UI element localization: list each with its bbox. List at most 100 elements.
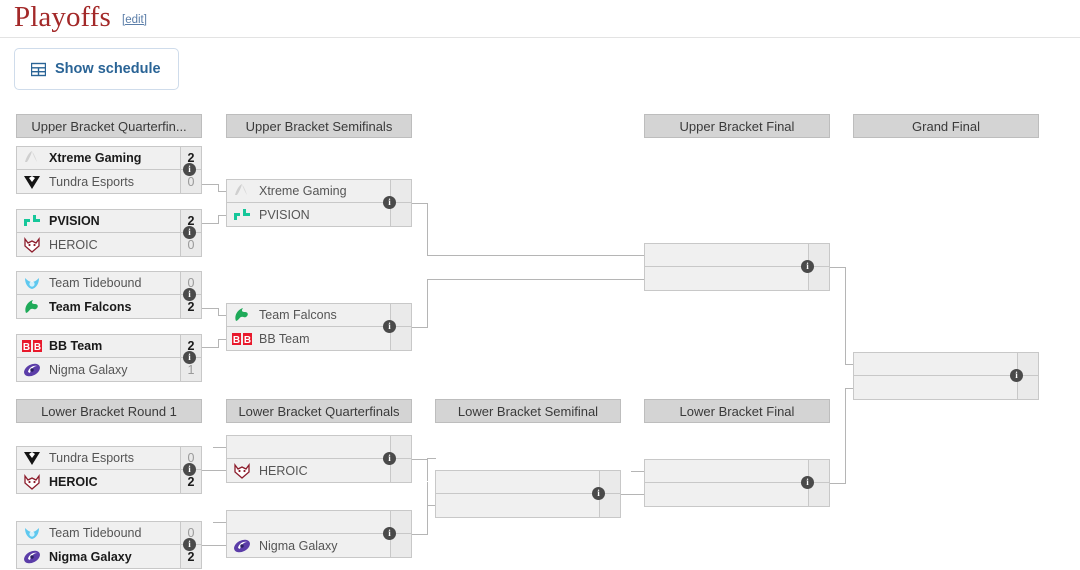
team-name: PVISION bbox=[259, 207, 310, 222]
match-row[interactable] bbox=[645, 267, 829, 290]
match-info-icon[interactable]: i bbox=[183, 288, 196, 301]
svg-text:B: B bbox=[233, 335, 240, 346]
team-name: Team Tidebound bbox=[49, 276, 142, 290]
match-lb-round1-1[interactable]: Tundra Esports 0 HEROIC 2 i bbox=[16, 446, 202, 494]
match-row[interactable]: Team Tidebound 0 bbox=[17, 272, 201, 295]
team-score bbox=[390, 304, 411, 326]
match-row[interactable]: PVISION 2 bbox=[17, 210, 201, 233]
match-info-icon[interactable]: i bbox=[183, 163, 196, 176]
team-score: 2 bbox=[180, 545, 201, 568]
team-score bbox=[808, 267, 829, 290]
pvision-logo bbox=[231, 206, 253, 224]
match-row[interactable]: Xtreme Gaming bbox=[227, 180, 411, 203]
table-grid-icon bbox=[30, 62, 47, 77]
team-falcons-logo bbox=[231, 306, 253, 324]
match-row[interactable]: PVISION bbox=[227, 203, 411, 226]
match-info-icon[interactable]: i bbox=[183, 351, 196, 364]
team-score: 0 bbox=[180, 233, 201, 256]
match-ub-semifinal-1[interactable]: Xtreme Gaming PVISION i bbox=[226, 179, 412, 227]
team-logo-placeholder bbox=[440, 497, 462, 515]
match-ub-final[interactable]: i bbox=[644, 243, 830, 291]
team-logo-placeholder bbox=[858, 379, 880, 397]
match-row[interactable]: Xtreme Gaming 2 bbox=[17, 147, 201, 170]
tundra-esports-logo bbox=[21, 449, 43, 467]
svg-text:B: B bbox=[23, 342, 30, 353]
show-schedule-button[interactable]: Show schedule bbox=[14, 48, 179, 90]
match-row[interactable]: Tundra Esports 0 bbox=[17, 447, 201, 470]
match-row[interactable]: Team Tidebound 0 bbox=[17, 522, 201, 545]
match-row[interactable] bbox=[436, 471, 620, 494]
match-info-icon[interactable]: i bbox=[801, 476, 814, 489]
round-header-ub-final: Upper Bracket Final bbox=[644, 114, 830, 138]
match-row[interactable]: Nigma Galaxy 2 bbox=[17, 545, 201, 568]
match-row[interactable] bbox=[645, 460, 829, 483]
match-info-icon[interactable]: i bbox=[183, 538, 196, 551]
match-row[interactable]: Nigma Galaxy bbox=[227, 534, 411, 557]
match-ub-quarterfinal-1[interactable]: Xtreme Gaming 2 Tundra Esports 0 i bbox=[16, 146, 202, 194]
match-ub-quarterfinal-2[interactable]: PVISION 2 HEROIC 0 i bbox=[16, 209, 202, 257]
match-info-icon[interactable]: i bbox=[183, 226, 196, 239]
pvision-logo bbox=[21, 212, 43, 230]
xtreme-gaming-logo bbox=[231, 182, 253, 200]
match-lb-quarterfinal-2[interactable]: Nigma Galaxy i bbox=[226, 510, 412, 558]
team-logo-placeholder bbox=[440, 473, 462, 491]
match-info-icon[interactable]: i bbox=[183, 463, 196, 476]
match-info-icon[interactable]: i bbox=[1010, 369, 1023, 382]
page-header: Playoffs [edit] bbox=[0, 0, 1080, 38]
round-header-ub-semifinals: Upper Bracket Semifinals bbox=[226, 114, 412, 138]
match-row[interactable]: Tundra Esports 0 bbox=[17, 170, 201, 193]
match-info-icon[interactable]: i bbox=[801, 260, 814, 273]
match-grand-final[interactable]: i bbox=[853, 352, 1039, 400]
round-header-lb-final: Lower Bracket Final bbox=[644, 399, 830, 423]
team-score: 2 bbox=[180, 295, 201, 318]
match-row[interactable] bbox=[854, 376, 1038, 399]
match-row[interactable] bbox=[645, 483, 829, 506]
match-lb-quarterfinal-1[interactable]: HEROIC i bbox=[226, 435, 412, 483]
team-score bbox=[808, 460, 829, 482]
team-logo-placeholder bbox=[231, 513, 253, 531]
match-row[interactable] bbox=[227, 436, 411, 459]
match-info-icon[interactable]: i bbox=[383, 320, 396, 333]
edit-link[interactable]: [edit] bbox=[122, 14, 147, 26]
match-lb-round1-2[interactable]: Team Tidebound 0 Nigma Galaxy 2 i bbox=[16, 521, 202, 569]
team-name: Team Falcons bbox=[49, 299, 132, 314]
match-row[interactable]: Team Falcons 2 bbox=[17, 295, 201, 318]
round-header-ub-quarterfinals: Upper Bracket Quarterfin... bbox=[16, 114, 202, 138]
team-score bbox=[390, 203, 411, 226]
match-info-icon[interactable]: i bbox=[383, 527, 396, 540]
team-logo-placeholder bbox=[649, 246, 671, 264]
team-name: Nigma Galaxy bbox=[49, 362, 128, 377]
match-row[interactable]: HEROIC 2 bbox=[17, 470, 201, 493]
match-row[interactable] bbox=[854, 353, 1038, 376]
team-score bbox=[1017, 353, 1038, 375]
team-name: Nigma Galaxy bbox=[49, 549, 132, 564]
match-row[interactable]: Team Falcons bbox=[227, 304, 411, 327]
team-name: Tundra Esports bbox=[49, 451, 134, 465]
nigma-galaxy-logo bbox=[231, 537, 253, 555]
match-ub-quarterfinal-3[interactable]: Team Tidebound 0 Team Falcons 2 i bbox=[16, 271, 202, 319]
team-logo-placeholder bbox=[231, 438, 253, 456]
match-row[interactable] bbox=[645, 244, 829, 267]
team-score bbox=[599, 494, 620, 517]
match-row[interactable]: HEROIC bbox=[227, 459, 411, 482]
team-score bbox=[1017, 376, 1038, 399]
match-row[interactable]: Nigma Galaxy 1 bbox=[17, 358, 201, 381]
match-row[interactable]: HEROIC 0 bbox=[17, 233, 201, 256]
team-score bbox=[599, 471, 620, 493]
match-info-icon[interactable]: i bbox=[383, 452, 396, 465]
match-row[interactable] bbox=[227, 511, 411, 534]
match-lb-semifinal[interactable]: i bbox=[435, 470, 621, 518]
match-info-icon[interactable]: i bbox=[592, 487, 605, 500]
match-row[interactable] bbox=[436, 494, 620, 517]
round-header-lb-quarterfinals: Lower Bracket Quarterfinals bbox=[226, 399, 412, 423]
team-name: Team Tidebound bbox=[49, 526, 142, 540]
team-score bbox=[390, 180, 411, 202]
match-info-icon[interactable]: i bbox=[383, 196, 396, 209]
match-lb-final[interactable]: i bbox=[644, 459, 830, 507]
